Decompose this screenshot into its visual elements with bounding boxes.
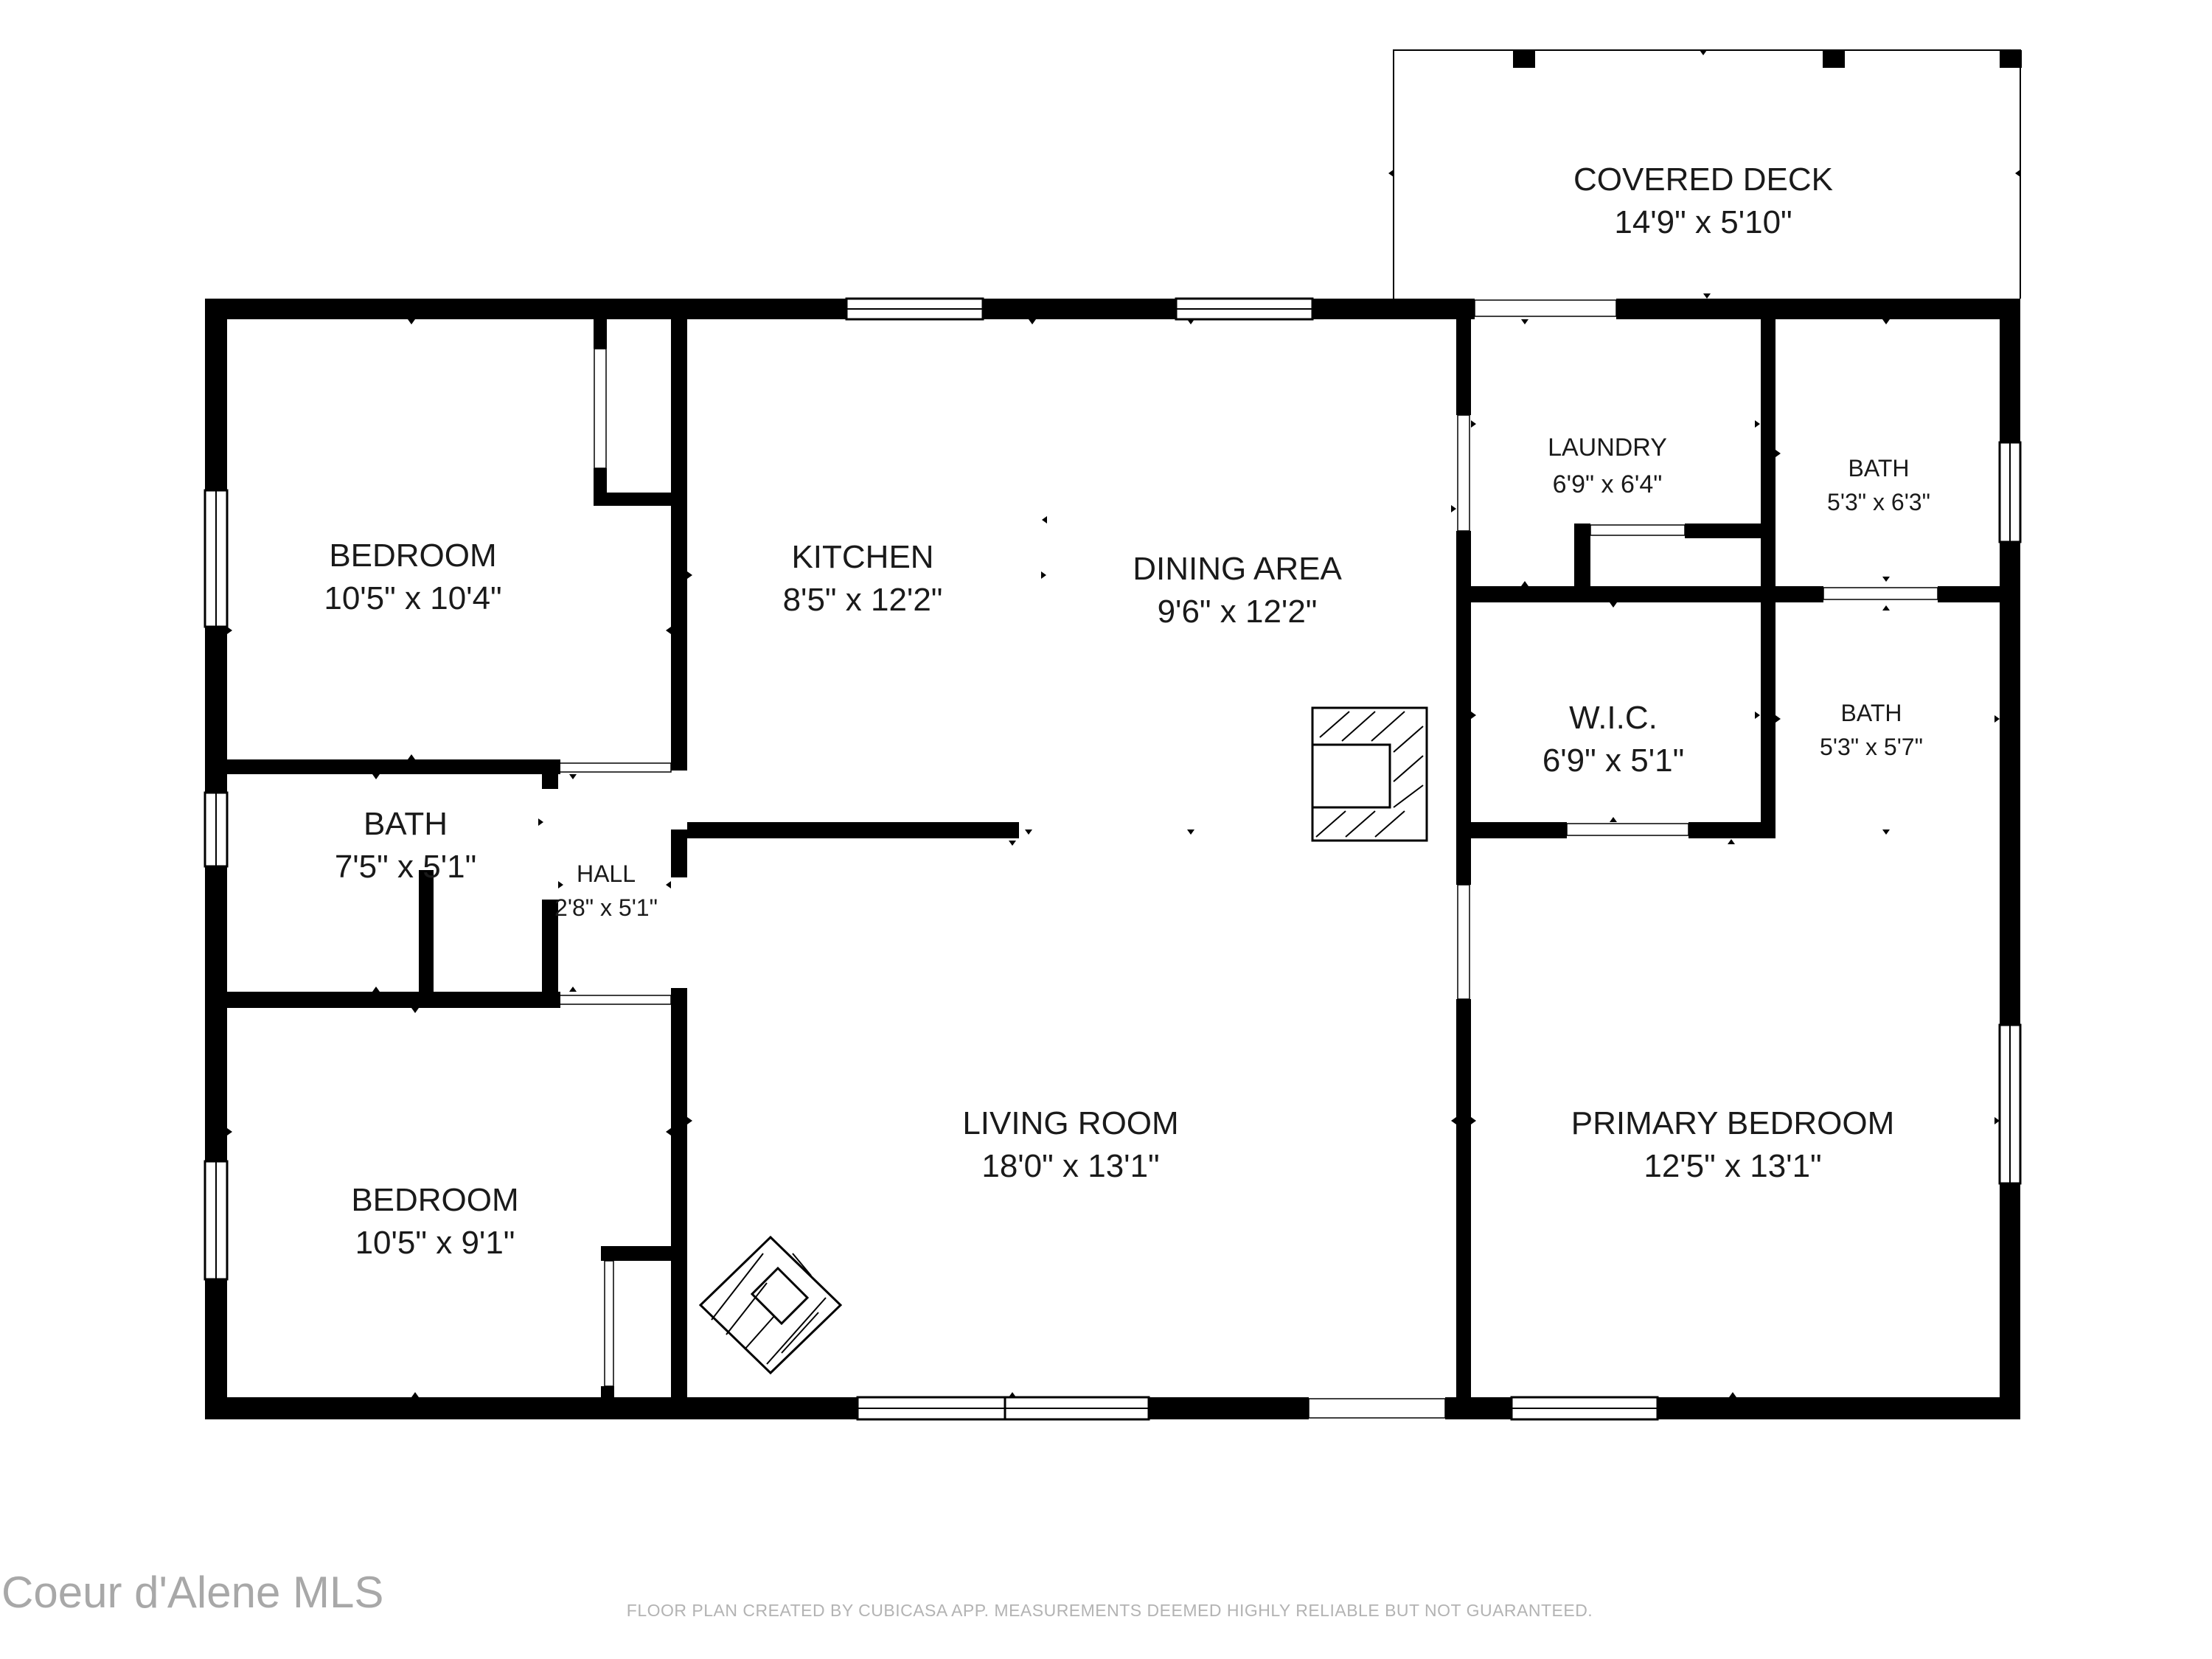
svg-text:BEDROOM: BEDROOM: [351, 1182, 518, 1218]
svg-text:5'3" x 6'3": 5'3" x 6'3": [1827, 489, 1930, 515]
windows: [204, 297, 2022, 1421]
svg-text:12'5" x 13'1": 12'5" x 13'1": [1644, 1148, 1821, 1184]
room-label-laundry: LAUNDRY 6'9" x 6'4": [1548, 434, 1667, 498]
room-label-wic: W.I.C. 6'9" x 5'1": [1543, 700, 1684, 779]
svg-text:6'9" x 5'1": 6'9" x 5'1": [1543, 742, 1684, 779]
svg-text:KITCHEN: KITCHEN: [791, 539, 933, 575]
room-label-dining-area: DINING AREA 9'6" x 12'2": [1133, 551, 1342, 630]
svg-text:W.I.C.: W.I.C.: [1569, 700, 1658, 736]
svg-text:8'5" x 12'2": 8'5" x 12'2": [783, 582, 943, 618]
interior-walls: [205, 299, 2000, 1419]
room-label-primary-bedroom: PRIMARY BEDROOM 12'5" x 13'1": [1571, 1105, 1894, 1184]
svg-text:BATH: BATH: [1841, 700, 1902, 726]
watermark: Coeur d'Alene MLS: [1, 1568, 383, 1617]
svg-text:18'0" x 13'1": 18'0" x 13'1": [981, 1148, 1159, 1184]
svg-text:BEDROOM: BEDROOM: [329, 538, 496, 574]
room-label-living-room: LIVING ROOM 18'0" x 13'1": [962, 1105, 1178, 1184]
fireplace-living: [698, 1235, 843, 1375]
svg-text:LIVING ROOM: LIVING ROOM: [962, 1105, 1178, 1141]
svg-text:BATH: BATH: [364, 806, 448, 842]
room-label-bath-upper-right: BATH 5'3" x 6'3": [1827, 455, 1930, 515]
svg-text:BATH: BATH: [1848, 455, 1910, 481]
svg-text:6'9" x 6'4": 6'9" x 6'4": [1553, 470, 1663, 498]
dimension-markers: [227, 50, 2020, 1397]
room-label-bedroom-bottom: BEDROOM 10'5" x 9'1": [351, 1182, 518, 1261]
room-label-covered-deck: COVERED DECK 14'9" x 5'10": [1573, 161, 1833, 240]
svg-text:7'5" x 5'1": 7'5" x 5'1": [335, 849, 476, 885]
room-label-kitchen: KITCHEN 8'5" x 12'2": [783, 539, 943, 618]
footer-note: FLOOR PLAN CREATED BY CUBICASA APP. MEAS…: [627, 1601, 1593, 1620]
svg-text:DINING AREA: DINING AREA: [1133, 551, 1342, 587]
svg-text:5'3" x 5'7": 5'3" x 5'7": [1820, 734, 1923, 760]
room-label-hall: HALL 2'8" x 5'1": [554, 860, 658, 921]
svg-text:PRIMARY BEDROOM: PRIMARY BEDROOM: [1571, 1105, 1894, 1141]
svg-text:14'9" x 5'10": 14'9" x 5'10": [1614, 204, 1792, 240]
room-label-bath-left: BATH 7'5" x 5'1": [335, 806, 476, 885]
svg-text:9'6" x 12'2": 9'6" x 12'2": [1158, 594, 1318, 630]
svg-text:10'5" x 9'1": 10'5" x 9'1": [355, 1225, 515, 1261]
svg-text:COVERED DECK: COVERED DECK: [1573, 161, 1833, 198]
svg-text:LAUNDRY: LAUNDRY: [1548, 434, 1667, 462]
svg-text:HALL: HALL: [577, 860, 636, 887]
svg-text:2'8" x 5'1": 2'8" x 5'1": [554, 894, 658, 921]
svg-text:10'5" x 10'4": 10'5" x 10'4": [324, 580, 501, 616]
door-openings: [557, 299, 1938, 1419]
room-label-bath-right: BATH 5'3" x 5'7": [1820, 700, 1923, 760]
fireplace-dining: [1311, 706, 1428, 842]
room-label-bedroom-top: BEDROOM 10'5" x 10'4": [324, 538, 501, 616]
